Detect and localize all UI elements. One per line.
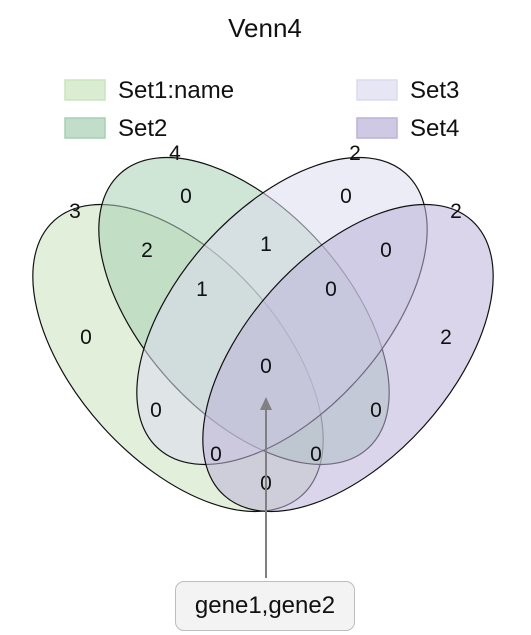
- chart-title: Venn4: [228, 13, 302, 43]
- set2-size-label: 4: [169, 142, 181, 165]
- legend-label-set3: Set3: [410, 77, 459, 104]
- region-count-1-2-3: 1: [196, 278, 208, 301]
- legend-label-set4: Set4: [410, 115, 459, 142]
- legend-swatch-set2: [64, 117, 106, 139]
- region-count-2-4: 0: [370, 399, 382, 422]
- region-count-1-2: 2: [141, 239, 153, 262]
- annotation-label: gene1,gene2: [175, 581, 355, 631]
- region-count-1-3-4: 0: [210, 443, 222, 466]
- set4-ellipse: [202, 203, 494, 513]
- region-count-only-1: 0: [80, 326, 92, 349]
- region-count-1-3: 0: [150, 399, 162, 422]
- region-count-only-2: 0: [180, 185, 192, 208]
- legend-label-set2: Set2: [118, 115, 167, 142]
- legend-label-set1: Set1:name: [118, 77, 234, 104]
- region-count-only-3: 0: [340, 185, 352, 208]
- annotation-arrowhead: [260, 397, 272, 410]
- region-count-1-2-4: 0: [310, 443, 322, 466]
- region-count-3-4: 0: [380, 239, 392, 262]
- set1-size-label: 3: [69, 200, 81, 223]
- set4-size-label: 2: [450, 200, 462, 223]
- region-count-2-3: 1: [260, 233, 272, 256]
- set3-size-label: 2: [349, 142, 361, 165]
- region-count-2-3-4: 0: [325, 278, 337, 301]
- region-count-1-2-3-4: 0: [260, 355, 272, 378]
- region-count-only-4: 2: [440, 326, 452, 349]
- legend-swatch-set1: [64, 79, 106, 101]
- legend-swatch-set3: [356, 79, 398, 101]
- legend-swatch-set4: [356, 117, 398, 139]
